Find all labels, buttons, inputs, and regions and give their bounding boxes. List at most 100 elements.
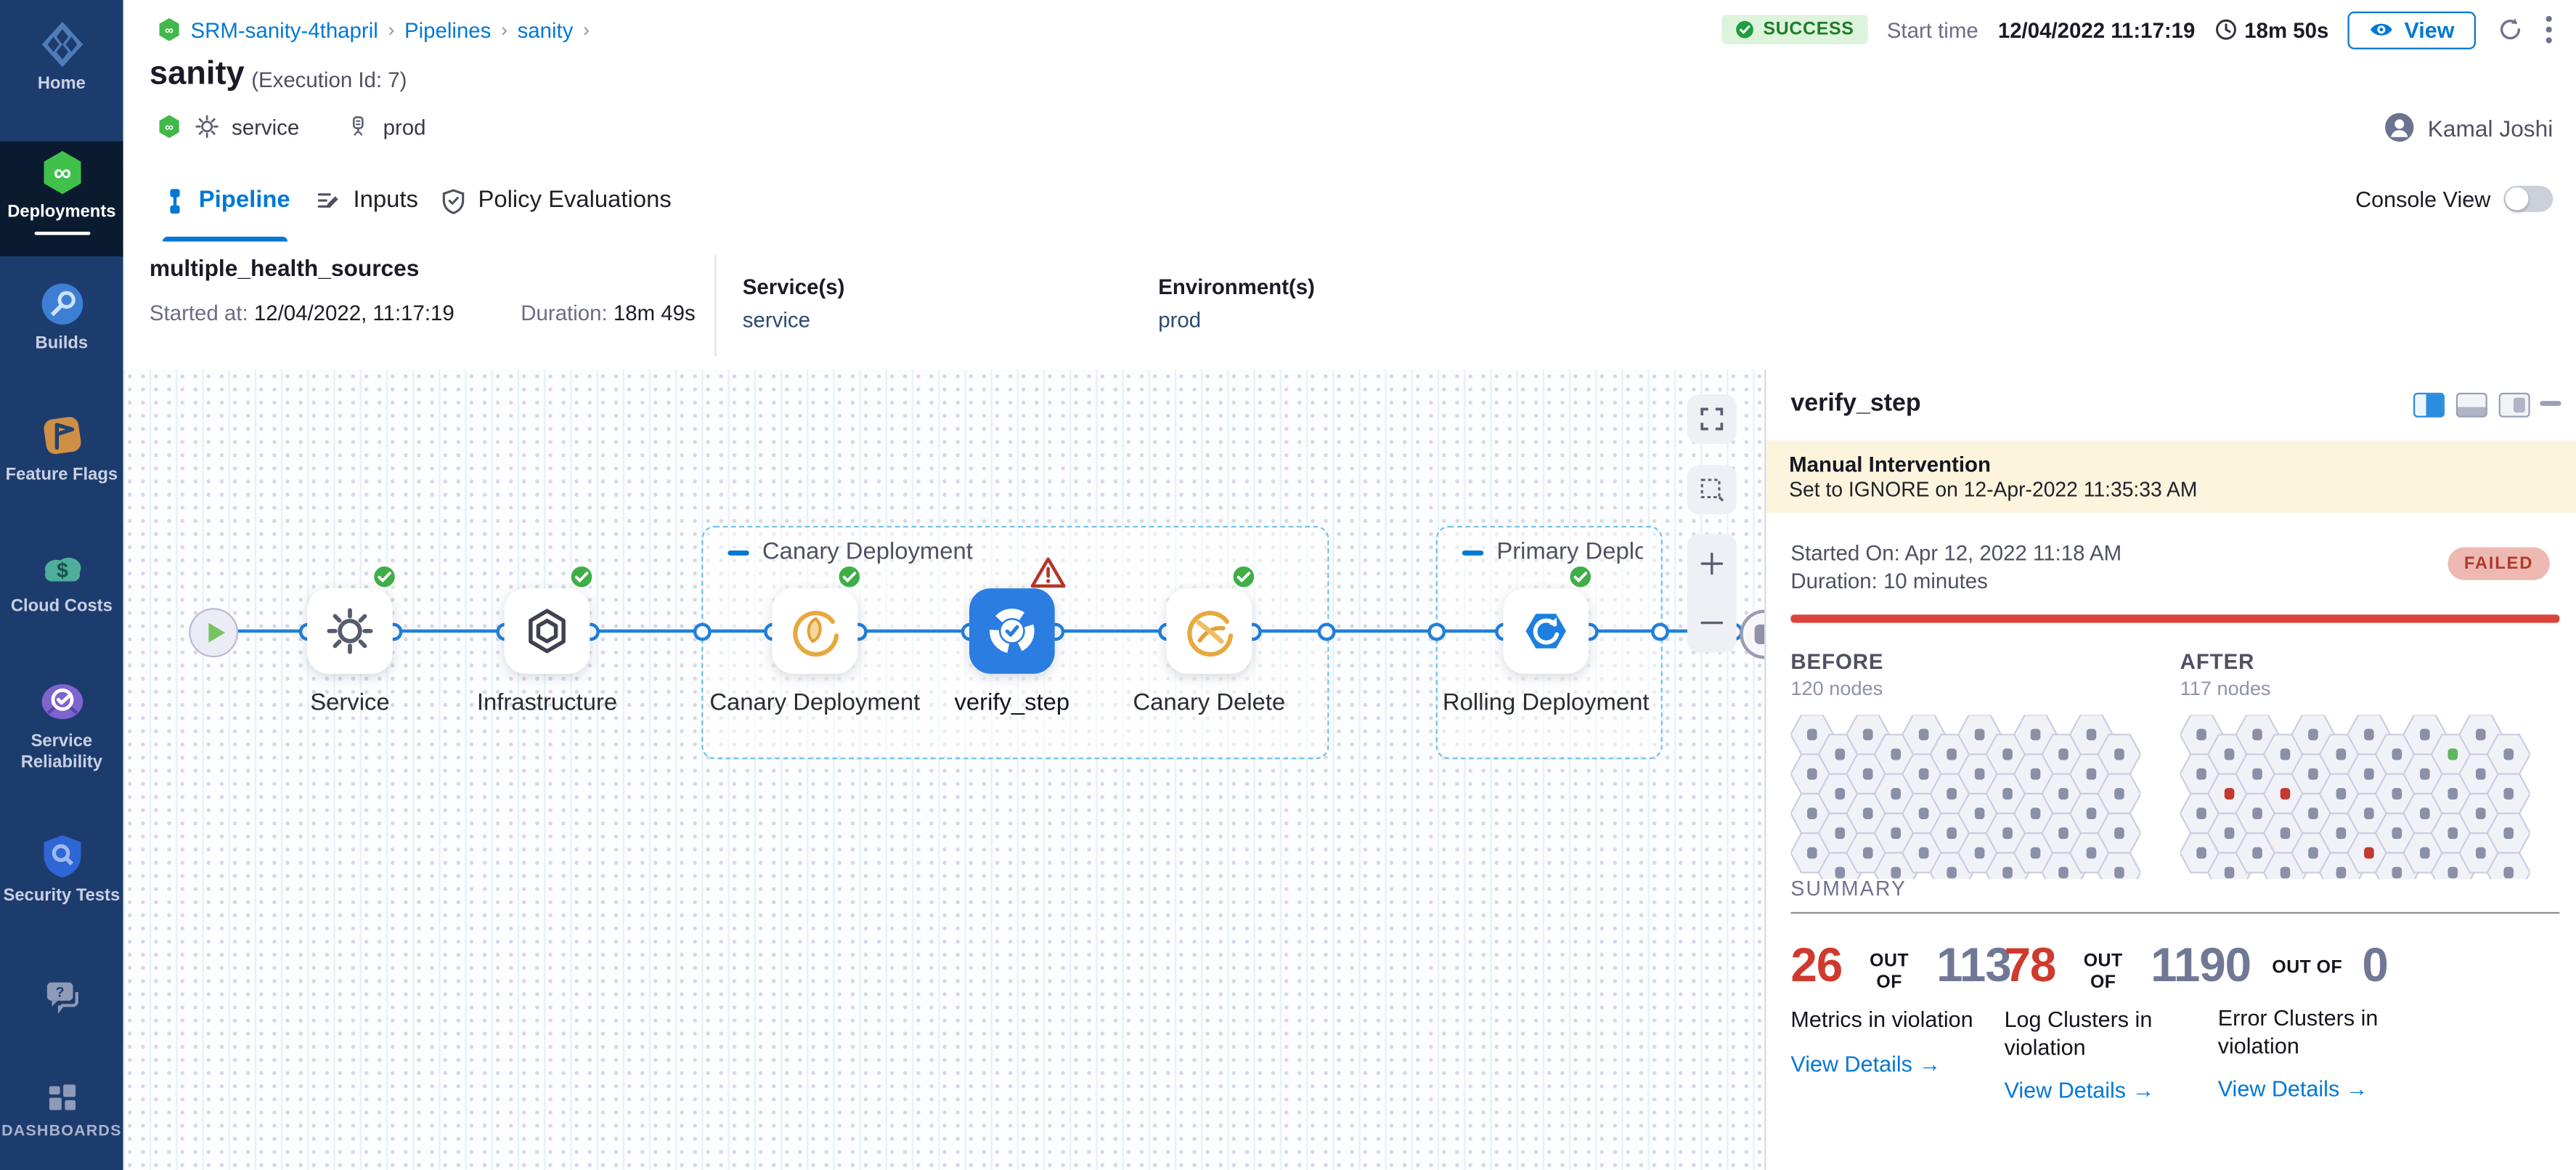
breadcrumb-pipelines-link[interactable]: Pipelines [404, 17, 492, 42]
duration-label: Duration: [521, 301, 608, 326]
service-link[interactable]: service [742, 307, 810, 333]
node-label-rolling-deployment: Rolling Deployment [1442, 690, 1650, 717]
svg-text:∞: ∞ [165, 120, 174, 134]
svg-text:∞: ∞ [165, 23, 174, 37]
kebab-menu-icon[interactable] [2545, 15, 2553, 44]
summary-divider [1790, 911, 2560, 914]
sidebar-item-deployments[interactable]: ∞ Deployments [0, 141, 123, 256]
summary-tile-log-clusters: 78 OUT OF 1190 Log Clusters in violation… [2004, 941, 2252, 1103]
security-tests-icon [0, 832, 123, 881]
success-badge-icon [568, 564, 595, 590]
sidebar-item-home[interactable]: Home [0, 20, 123, 94]
zoom-controls [1687, 534, 1737, 653]
group-dash-icon [1462, 549, 1484, 555]
breadcrumb-project-link[interactable]: SRM-sanity-4thapril [190, 17, 378, 42]
node-infrastructure[interactable] [504, 588, 590, 674]
header: ∞ SRM-sanity-4thapril › Pipelines › sani… [123, 0, 2576, 166]
group-label: Primary Deploy... [1462, 539, 1643, 565]
elapsed-value: 18m 50s [2244, 17, 2329, 42]
tag-row: ∞ service prod [156, 113, 426, 139]
node-verify-step[interactable] [969, 588, 1055, 674]
layout-bottom-icon[interactable] [2455, 392, 2487, 418]
execution-meta: SUCCESS Start time 12/04/2022 11:17:19 1… [1721, 10, 2553, 49]
sidebar-item-feature-flags[interactable]: Feature Flags [0, 411, 123, 486]
node-canary-deployment[interactable] [772, 588, 858, 674]
zoom-in-button[interactable] [1687, 534, 1737, 593]
shield-check-icon [440, 187, 466, 214]
success-badge-icon [1231, 564, 1257, 590]
node-label-verify-step: verify_step [954, 690, 1070, 717]
log-view-details-link[interactable]: View Details → [2004, 1078, 2155, 1103]
failed-badge: FAILED [2447, 547, 2550, 580]
sidebar-item-help[interactable]: ? [0, 973, 123, 1024]
layout-right-icon[interactable] [2413, 392, 2445, 418]
page-title: sanity [149, 55, 245, 92]
fit-to-screen-button[interactable] [1687, 394, 1737, 444]
sidebar-item-label: Deployments [7, 202, 116, 222]
metrics-label: Metrics in violation [1790, 1007, 1973, 1033]
environment-link[interactable]: prod [1158, 307, 1202, 333]
out-of-label: OUT OF [2272, 958, 2343, 978]
service-tag-label[interactable]: service [232, 114, 300, 139]
minimize-panel-icon[interactable] [2540, 401, 2561, 406]
refresh-icon[interactable] [2495, 15, 2525, 44]
zoom-out-button[interactable] [1687, 593, 1737, 652]
marquee-select-button[interactable] [1687, 465, 1737, 515]
node-service[interactable] [307, 588, 393, 674]
success-badge-icon [836, 564, 863, 590]
metrics-view-details-link[interactable]: View Details → [1790, 1051, 1941, 1076]
node-rolling-deployment[interactable] [1503, 588, 1589, 674]
view-button[interactable]: View [2348, 10, 2476, 49]
console-view-toggle[interactable] [2503, 185, 2553, 212]
environments-header: Environment(s) [1158, 274, 1315, 299]
status-text: SUCCESS [1763, 20, 1854, 40]
tab-pipeline[interactable]: Pipeline [163, 164, 290, 237]
deployment-hex-icon: ∞ [156, 113, 182, 139]
canary-icon [788, 605, 841, 657]
step-details-panel: verify_step Manual Intervention Set to I… [1764, 370, 2576, 1170]
tab-inputs[interactable]: Inputs [315, 164, 418, 237]
start-node[interactable] [189, 608, 239, 658]
chevron-right-icon: › [500, 17, 508, 41]
sidebar-item-builds[interactable]: Builds [0, 280, 123, 354]
warning-badge-icon [1030, 557, 1066, 588]
node-canary-delete[interactable] [1166, 588, 1252, 674]
duration-value: 18m 49s [613, 301, 696, 326]
summary-label: SUMMARY [1790, 877, 1907, 901]
toggle-knob [2505, 187, 2529, 211]
panel-title-bar: verify_step [1766, 370, 2576, 442]
status-badge: SUCCESS [1721, 15, 1867, 45]
environment-icon [346, 113, 372, 139]
breadcrumb-sanity-link[interactable]: sanity [517, 17, 574, 42]
error-view-details-link[interactable]: View Details → [2217, 1076, 2368, 1102]
chevron-right-icon: › [388, 17, 395, 41]
out-of-label: OUT OF [2083, 951, 2123, 993]
service-gear-icon [194, 113, 220, 139]
env-tag-label[interactable]: prod [383, 114, 426, 139]
success-badge-icon [1568, 564, 1594, 590]
marquee-icon [1700, 479, 1724, 502]
svg-text:$: $ [56, 558, 68, 582]
pipeline-canvas[interactable]: Canary Deployment Primary Deploy... Serv… [123, 370, 1765, 1170]
tab-policy-evaluations[interactable]: Policy Evaluations [440, 164, 672, 237]
started-at-label: Started at: [149, 301, 248, 326]
node-label-infrastructure: Infrastructure [476, 690, 618, 717]
view-button-label: View [2404, 17, 2455, 42]
sidebar-item-service-reliability[interactable]: Service Reliability [0, 677, 123, 772]
arrow-right-icon: → [1918, 1051, 1941, 1076]
sidebar-item-cloud-costs[interactable]: $ Cloud Costs [0, 543, 123, 617]
panel-started-on: Started On: Apr 12, 2022 11:18 AM [1790, 540, 2122, 566]
user-chip[interactable]: Kamal Joshi [2384, 112, 2553, 143]
success-check-icon [1735, 20, 1755, 39]
inputs-icon [315, 187, 341, 214]
active-tab-underline [163, 235, 288, 242]
services-header: Service(s) [742, 274, 845, 299]
sidebar-item-security-tests[interactable]: Security Tests [0, 832, 123, 906]
connector-dot [1650, 622, 1668, 641]
sidebar-item-dashboards[interactable]: DASHBOARDS [0, 1078, 123, 1142]
layout-floating-icon[interactable] [2498, 392, 2530, 418]
success-badge-icon [372, 564, 397, 590]
avatar-icon [2384, 112, 2415, 143]
console-view-control: Console View [2355, 185, 2553, 212]
connector-dot [1427, 622, 1446, 641]
